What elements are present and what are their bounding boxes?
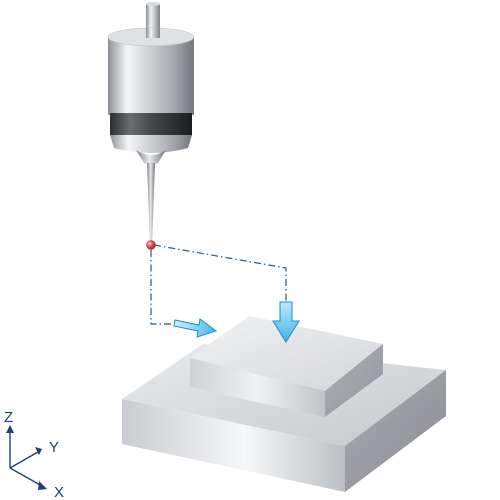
probe-stylus xyxy=(147,163,155,240)
workpiece-icon xyxy=(122,316,446,492)
probe-body xyxy=(107,27,195,115)
upper-block-top xyxy=(190,316,383,391)
probing-path xyxy=(150,244,287,325)
probe-direction-arrows xyxy=(173,301,300,343)
upper-block-side xyxy=(325,344,383,417)
axis-x-label: X xyxy=(54,484,64,500)
coordinate-axes-icon xyxy=(6,425,47,490)
probe-lower-cap xyxy=(110,135,192,153)
probe-ring xyxy=(110,113,192,135)
upper-block xyxy=(190,316,383,417)
arrow-down-icon xyxy=(272,301,300,343)
path-to-top xyxy=(153,244,287,305)
path-to-side xyxy=(150,250,190,325)
axis-y-label: Y xyxy=(49,439,59,456)
upper-block-front xyxy=(190,358,325,417)
arrow-right-icon xyxy=(173,318,218,338)
touch-probe-icon xyxy=(107,2,195,250)
base-block-front xyxy=(122,399,345,492)
base-block-side xyxy=(345,370,446,492)
axis-z-label: Z xyxy=(4,409,13,426)
